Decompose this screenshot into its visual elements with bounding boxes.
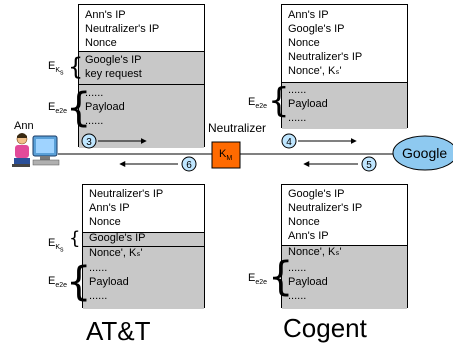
packet-line: Nonce', Kₛ' — [288, 246, 342, 258]
packet-line: Neutralizer's IP — [288, 202, 363, 214]
step-number: 5 — [366, 160, 372, 171]
packet-line: Ann's IP — [89, 202, 130, 214]
packet-line: Nonce — [288, 216, 320, 228]
user-at-computer-icon — [12, 133, 60, 167]
packet-line: Nonce — [288, 37, 320, 49]
packet-top-right: Ann's IP Google's IP Nonce Neutralizer's… — [281, 4, 408, 129]
ee2e-label-bottom-left: Ee2e — [48, 275, 68, 290]
packet-line: Ann's IP — [288, 230, 329, 242]
packet-line: ...... — [288, 290, 307, 302]
packet-bottom-right-e2e-section — [282, 245, 407, 309]
eks-label-top-left: EKs — [48, 60, 64, 77]
packet-line: Ann's IP — [85, 9, 126, 21]
network-label-cogent: Cogent — [283, 313, 367, 343]
packet-line: ...... — [89, 290, 108, 302]
brace-icon: { — [66, 259, 92, 305]
km-key-label: KM — [219, 148, 233, 163]
packet-top-left-e2e-section — [79, 84, 204, 148]
step-number: 3 — [86, 137, 92, 148]
packet-top-right-e2e-section — [282, 82, 407, 129]
packet-line: Google's IP — [85, 54, 142, 66]
packet-line: Google's IP — [89, 232, 146, 244]
google-node — [392, 135, 453, 171]
packet-line: Payload — [85, 101, 125, 113]
step-circle — [181, 156, 197, 172]
packet-line: Neutralizer's IP — [85, 23, 160, 35]
packet-line: Google's IP — [288, 23, 345, 35]
packet-line: Ann's IP — [288, 9, 329, 21]
packet-line: Nonce — [85, 37, 117, 49]
eks-label-bottom-left: EKs — [48, 237, 64, 254]
step-number: 6 — [186, 160, 192, 171]
packet-line: Payload — [89, 276, 129, 288]
packet-line: ...... — [85, 87, 104, 99]
neutralizer-label: Neutralizer — [208, 121, 267, 135]
ann-label: Ann — [14, 120, 34, 132]
step-circle — [281, 133, 297, 149]
network-label-att: AT&T — [86, 316, 151, 346]
packet-top-left: Ann's IP Neutralizer's IP Nonce Google's… — [78, 4, 205, 148]
step-circle — [81, 133, 97, 149]
packet-line: ...... — [288, 112, 307, 124]
ee2e-label-top-right: Ee2e — [248, 96, 268, 111]
ee2e-label-bottom-right: Ee2e — [248, 272, 268, 287]
packet-line: ...... — [85, 115, 104, 127]
ee2e-label-top-left: Ee2e — [48, 101, 68, 116]
google-label: Google — [402, 145, 448, 161]
packet-line: Neutralizer's IP — [288, 51, 363, 63]
packet-line: Nonce', Kₛ' — [89, 247, 143, 259]
brace-icon: { — [68, 53, 84, 81]
packet-line: ...... — [89, 262, 108, 274]
step-circle — [361, 156, 377, 172]
packet-line: Neutralizer's IP — [89, 188, 164, 200]
packet-line: Payload — [288, 276, 328, 288]
packet-line: Payload — [288, 98, 328, 110]
packet-line: ...... — [288, 262, 307, 274]
packet-bottom-left-e2e-section — [83, 246, 204, 309]
brace-icon: { — [66, 85, 92, 131]
packet-bottom-left: Neutralizer's IP Ann's IP Nonce Google's… — [82, 184, 205, 309]
packet-line: key request — [85, 68, 142, 80]
packet-line: ...... — [288, 84, 307, 96]
packet-top-left-eks-section — [79, 51, 204, 85]
step-number: 4 — [286, 137, 292, 148]
packet-line: Google's IP — [288, 188, 345, 200]
neutralizer-box — [211, 141, 241, 169]
packet-bottom-right: Google's IP Neutralizer's IP Nonce Ann's… — [281, 184, 408, 309]
packet-line: Nonce — [89, 216, 121, 228]
brace-icon: { — [268, 81, 290, 121]
packet-bottom-left-eks-section — [83, 232, 204, 247]
brace-icon: { — [268, 254, 294, 300]
brace-icon: { — [69, 228, 81, 249]
packet-line: Nonce', Kₛ' — [288, 65, 342, 77]
